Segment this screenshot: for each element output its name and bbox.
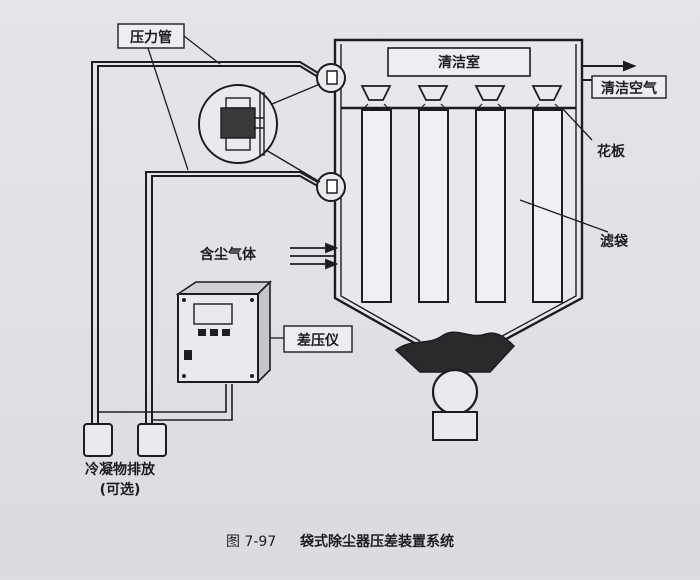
gauge-indicator [184, 350, 192, 360]
gauge-button [222, 329, 230, 336]
diff-pressure-gauge [175, 280, 272, 384]
fitting-detail-drawing [220, 92, 265, 156]
condensate-label: 冷凝物排放 [85, 461, 156, 478]
figure-number: 图 7-97 [226, 534, 276, 550]
venturi-nozzle [417, 85, 449, 101]
gauge-screw [250, 298, 254, 302]
pressure-tube-upper [91, 61, 324, 430]
gauge-screw [182, 298, 186, 302]
detail-leader-bottom [265, 149, 321, 183]
venturi-nozzle [474, 85, 506, 101]
clean-room-label: 清洁室 [438, 54, 480, 71]
dust-pile [394, 331, 516, 373]
tube-sheet-leader [561, 107, 593, 141]
venturi-nozzles [360, 85, 563, 101]
detail-leader-top [271, 83, 321, 105]
discharge-outlet [432, 411, 478, 441]
clean-air-label: 清洁空气 [601, 80, 657, 97]
clean-room-box [387, 47, 531, 77]
condensate-drain-pot [83, 423, 113, 457]
dusty-gas-inlet [290, 242, 339, 270]
tube-sheet-label: 花板 [597, 143, 626, 160]
gauge-label: 差压仪 [297, 332, 340, 349]
pressure-tube-leader-lower [147, 47, 189, 171]
filter-bag [361, 109, 392, 303]
gauge-button [198, 329, 206, 336]
jet-marks [361, 103, 562, 111]
venturi-nozzle [531, 85, 563, 101]
pressure-tube-label: 压力管 [130, 29, 172, 46]
condensate-drain-pot [137, 423, 167, 457]
optional-label: (可选) [100, 481, 141, 498]
pressure-tube-leader-upper [183, 35, 221, 65]
gauge-screw [250, 374, 254, 378]
filter-bag-leader [519, 199, 609, 233]
rotary-valve [431, 368, 479, 416]
gauge-screw [182, 374, 186, 378]
gauge-display [193, 303, 233, 325]
filter-bag [418, 109, 449, 303]
upper-sensor-port [326, 70, 338, 85]
filter-bag [475, 109, 506, 303]
dusty-gas-label: 含尘气体 [200, 246, 257, 263]
lower-sensor-port [326, 179, 338, 194]
housing-inner-line [340, 44, 577, 342]
pressure-tube-lower [145, 171, 324, 430]
venturi-nozzle [360, 85, 392, 101]
clean-air-box [591, 75, 667, 99]
figure-title: 袋式除尘器压差装置系统 [299, 533, 454, 550]
filter-bag-label: 滤袋 [600, 233, 629, 250]
gauge-button [210, 329, 218, 336]
gauge-label-box [283, 325, 353, 353]
gauge-connection-lines [97, 384, 233, 421]
